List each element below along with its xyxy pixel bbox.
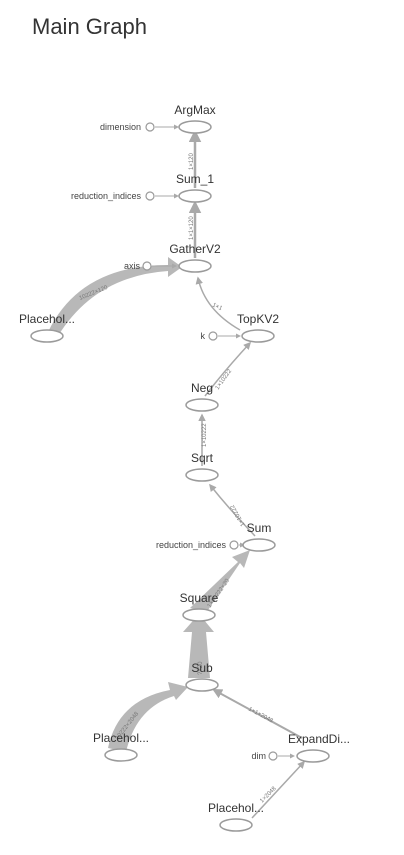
edge-sub-square bbox=[183, 614, 214, 678]
node-label-sum-1: Sum_1 bbox=[176, 172, 214, 186]
const-dim[interactable] bbox=[268, 751, 278, 761]
node-gatherv2[interactable] bbox=[178, 259, 212, 273]
node-sum[interactable] bbox=[242, 538, 276, 552]
const-axis[interactable] bbox=[142, 261, 152, 271]
node-placeholder-top[interactable] bbox=[30, 329, 64, 343]
const-label-dim: dim bbox=[251, 751, 266, 761]
edge-label-sqrt-neg: 1×10222 bbox=[202, 423, 208, 447]
node-label-gatherv2: GatherV2 bbox=[169, 242, 221, 256]
node-label-topkv2: TopKV2 bbox=[237, 312, 279, 326]
const-label-axis: axis bbox=[124, 261, 141, 271]
node-sum-1[interactable] bbox=[178, 189, 212, 203]
edge-label-sum-sqrt: 1×10222 bbox=[229, 503, 246, 527]
node-label-neg: Neg bbox=[191, 381, 213, 395]
node-label-square: Square bbox=[180, 591, 219, 605]
const-label-k: k bbox=[201, 331, 206, 341]
node-label-argmax: ArgMax bbox=[174, 103, 215, 117]
node-topkv2[interactable] bbox=[241, 329, 275, 343]
edge-topk-gather bbox=[195, 276, 241, 331]
node-expanddims[interactable] bbox=[296, 749, 330, 763]
edge-expand-sub bbox=[212, 689, 303, 739]
node-label-sum: Sum bbox=[247, 521, 272, 535]
edge-placeholder-gather bbox=[48, 257, 182, 336]
const-label-dimension: dimension bbox=[100, 122, 141, 132]
edge-label-topk-gather: 1×1 bbox=[211, 302, 223, 312]
node-placeholder-mid[interactable] bbox=[104, 748, 138, 762]
node-placeholder-bottom[interactable] bbox=[219, 818, 253, 832]
edges bbox=[48, 124, 306, 819]
edge-neg-topk bbox=[204, 341, 252, 397]
page-title: Main Graph bbox=[32, 14, 147, 39]
node-neg[interactable] bbox=[185, 398, 219, 412]
node-sub[interactable] bbox=[185, 678, 219, 692]
const-reduction-indices-1[interactable] bbox=[145, 191, 155, 201]
node-label-sub: Sub bbox=[191, 661, 213, 675]
node-argmax[interactable] bbox=[178, 120, 212, 134]
node-label-expanddims: ExpandDi... bbox=[288, 732, 350, 746]
constant-labels: dimension reduction_indices axis k reduc… bbox=[71, 122, 266, 761]
edge-label-sub-square: ?×20 bbox=[198, 661, 204, 675]
op-labels: ArgMax Sum_1 GatherV2 Placehol... TopKV2… bbox=[19, 103, 350, 815]
edge-placeholder-sub bbox=[108, 682, 188, 752]
edge-placeholder-expand bbox=[251, 760, 306, 819]
const-k[interactable] bbox=[208, 331, 218, 341]
edge-square-sum bbox=[190, 550, 250, 613]
node-sqrt[interactable] bbox=[185, 468, 219, 482]
constant-nodes bbox=[142, 122, 278, 761]
edge-label-gather-sum1: 1×1×120 bbox=[189, 216, 195, 240]
op-nodes bbox=[30, 120, 330, 832]
edge-label-sum1-argmax: 1×120 bbox=[189, 152, 195, 170]
node-label-placeholder-top: Placehol... bbox=[19, 312, 75, 326]
edge-sum-sqrt bbox=[209, 483, 256, 537]
edge-label-expand-sub: 1×1×2048 bbox=[247, 706, 274, 724]
node-label-placeholder-mid: Placehol... bbox=[93, 731, 149, 745]
node-label-sqrt: Sqrt bbox=[191, 451, 214, 465]
node-label-placeholder-bottom: Placehol... bbox=[208, 801, 264, 815]
const-reduction-indices-2[interactable] bbox=[229, 540, 239, 550]
const-dimension[interactable] bbox=[145, 122, 155, 132]
const-label-reduction-indices-1: reduction_indices bbox=[71, 191, 142, 201]
const-label-reduction-indices-2: reduction_indices bbox=[156, 540, 227, 550]
node-square[interactable] bbox=[182, 608, 216, 622]
